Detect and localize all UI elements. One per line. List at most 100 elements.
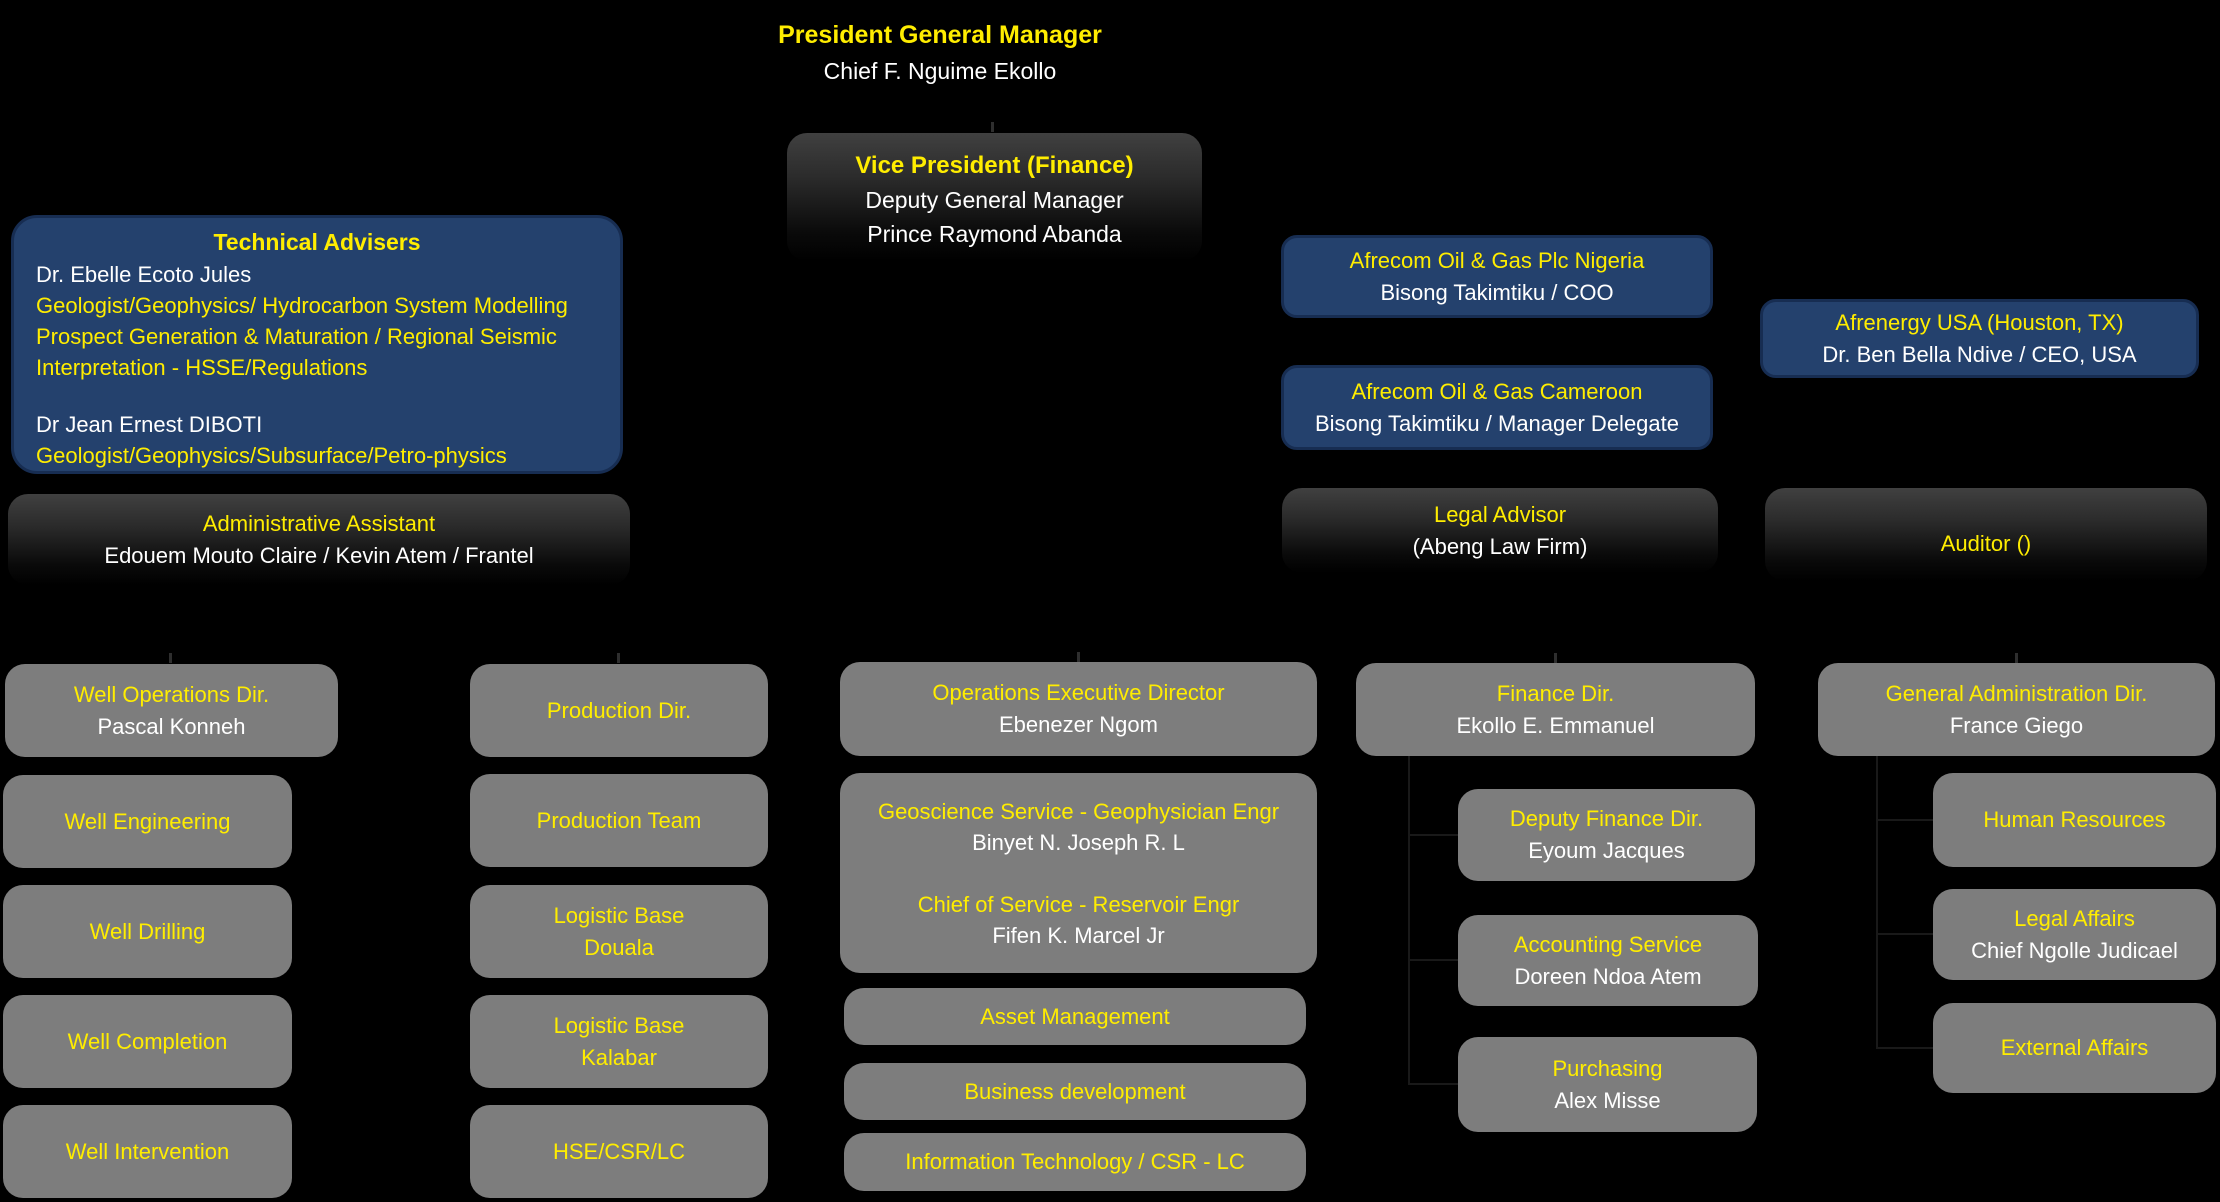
- production-director-box: Production Dir.: [470, 664, 768, 757]
- technical-advisers-title: Technical Advisers: [213, 229, 421, 255]
- connector-line: [1408, 834, 1458, 836]
- connector-line: [1408, 959, 1458, 961]
- adviser-name: Dr. Ebelle Ecoto Jules: [36, 262, 252, 287]
- box-person: Ekollo E. Emmanuel: [1456, 712, 1655, 738]
- geoscience-services-box: Geoscience Service - Geophysician Engr B…: [840, 773, 1317, 973]
- information-technology-box: Information Technology / CSR - LC: [844, 1133, 1306, 1191]
- box-title: Well Completion: [67, 1028, 228, 1054]
- page-title-block: President General Manager Chief F. Nguim…: [590, 14, 1290, 90]
- box-person: Pascal Konneh: [97, 713, 246, 739]
- box-title: HSE/CSR/LC: [552, 1138, 686, 1164]
- operations-executive-director-box: Operations Executive Director Ebenezer N…: [840, 662, 1317, 756]
- well-operations-director-box: Well Operations Dir. Pascal Konneh: [5, 664, 338, 757]
- connector-line: [2015, 653, 2018, 663]
- affiliate-person: Dr. Ben Bella Ndive / CEO, USA: [1822, 341, 2137, 367]
- adviser-specialty: Interpretation - HSSE/Regulations: [36, 355, 368, 380]
- box-person: Doreen Ndoa Atem: [1514, 963, 1702, 989]
- box-title: Well Operations Dir.: [73, 681, 270, 707]
- production-team-box: Production Team: [470, 774, 768, 867]
- affiliate-person: Bisong Takimtiku / COO: [1380, 279, 1614, 305]
- adviser-specialty: Geologist/Geophysics/ Hydrocarbon System…: [36, 293, 568, 318]
- box-title: Logistic Base: [553, 1012, 685, 1038]
- service-person: Fifen K. Marcel Jr: [992, 922, 1165, 948]
- well-engineering-box: Well Engineering: [3, 775, 292, 868]
- connector-line: [617, 653, 620, 663]
- box-title: Operations Executive Director: [932, 680, 1225, 705]
- service-person: Binyet N. Joseph R. L: [972, 829, 1185, 855]
- box-title: Production Team: [536, 807, 702, 833]
- box-title: General Administration Dir.: [1885, 680, 2148, 706]
- connector-line: [1876, 756, 1878, 1048]
- asset-management-box: Asset Management: [844, 988, 1306, 1045]
- box-person: Chief Ngolle Judicael: [1971, 937, 2178, 963]
- box-title: Legal Affairs: [2014, 905, 2135, 931]
- connector-line: [1077, 652, 1080, 662]
- connector-line: [169, 653, 172, 663]
- box-title: Deputy Finance Dir.: [1509, 806, 1704, 831]
- accounting-service-box: Accounting Service Doreen Ndoa Atem: [1458, 915, 1758, 1006]
- affiliate-person: Bisong Takimtiku / Manager Delegate: [1314, 410, 1679, 436]
- well-intervention-box: Well Intervention: [3, 1105, 292, 1198]
- external-affairs-box: External Affairs: [1933, 1003, 2216, 1093]
- box-title: Human Resources: [1983, 807, 2166, 832]
- box-person: France Giego: [1949, 712, 2084, 738]
- finance-director-box: Finance Dir. Ekollo E. Emmanuel: [1356, 663, 1755, 756]
- logistic-base-douala-box: Logistic Base Douala: [470, 885, 768, 978]
- box-title: Well Engineering: [64, 808, 231, 834]
- vice-president-person: Prince Raymond Abanda: [867, 221, 1122, 247]
- administrative-assistant-person: Edouem Mouto Claire / Kevin Atem / Frant…: [104, 542, 534, 568]
- box-title: Well Intervention: [65, 1138, 230, 1164]
- box-title: Well Drilling: [89, 918, 206, 944]
- connector-line: [1408, 1083, 1458, 1085]
- connector-line: [1876, 933, 1933, 935]
- box-person: Eyoum Jacques: [1528, 838, 1685, 863]
- box-title: Purchasing: [1552, 1055, 1663, 1081]
- adviser-name: Dr Jean Ernest DIBOTI: [36, 412, 263, 437]
- page-title: President General Manager: [778, 20, 1102, 49]
- human-resources-box: Human Resources: [1933, 773, 2216, 867]
- legal-affairs-box: Legal Affairs Chief Ngolle Judicael: [1933, 889, 2216, 980]
- affiliate-title: Afrecom Oil & Gas Cameroon: [1351, 378, 1643, 404]
- connector-line: [1876, 1047, 1933, 1049]
- adviser-specialty: Geologist/Geophysics/Subsurface/Petro-ph…: [36, 443, 507, 468]
- connector-line: [1876, 819, 1933, 821]
- box-title: Finance Dir.: [1496, 680, 1615, 706]
- business-development-box: Business development: [844, 1063, 1306, 1120]
- well-completion-box: Well Completion: [3, 995, 292, 1088]
- blank-line: [36, 383, 598, 409]
- box-title: External Affairs: [2000, 1035, 2149, 1060]
- box-title: Accounting Service: [1513, 931, 1703, 957]
- service-title: Chief of Service - Reservoir Engr: [917, 891, 1240, 917]
- vice-president-title: Vice President (Finance): [855, 152, 1134, 179]
- general-administration-director-box: General Administration Dir. France Giego: [1818, 663, 2215, 756]
- technical-advisers-box: Technical Advisers Dr. Ebelle Ecoto Jule…: [11, 215, 623, 474]
- logistic-base-kalabar-box: Logistic Base Kalabar: [470, 995, 768, 1088]
- affiliate-title: Afrenergy USA (Houston, TX): [1835, 309, 2124, 335]
- box-title: Logistic Base: [553, 902, 685, 928]
- deputy-finance-director-box: Deputy Finance Dir. Eyoum Jacques: [1458, 789, 1755, 881]
- legal-advisor-box: Legal Advisor (Abeng Law Firm): [1282, 488, 1718, 573]
- administrative-assistant-title: Administrative Assistant: [202, 510, 436, 536]
- box-person: Ebenezer Ngom: [999, 712, 1158, 737]
- box-title: Information Technology / CSR - LC: [905, 1149, 1245, 1174]
- affiliate-nigeria-box: Afrecom Oil & Gas Plc Nigeria Bisong Tak…: [1281, 235, 1713, 318]
- vice-president-box: Vice President (Finance) Deputy General …: [787, 133, 1202, 261]
- auditor-title: Auditor (): [1940, 530, 2032, 556]
- connector-line: [991, 122, 994, 132]
- affiliate-title: Afrecom Oil & Gas Plc Nigeria: [1349, 247, 1645, 273]
- box-title: Asset Management: [980, 1003, 1170, 1029]
- box-title-line2: Kalabar: [581, 1044, 657, 1070]
- page-title-person: Chief F. Nguime Ekollo: [823, 57, 1057, 84]
- adviser-specialty: Prospect Generation & Maturation / Regio…: [36, 324, 557, 349]
- well-drilling-box: Well Drilling: [3, 885, 292, 978]
- service-title: Geoscience Service - Geophysician Engr: [877, 798, 1280, 824]
- auditor-box: Auditor (): [1765, 488, 2207, 581]
- box-title: Production Dir.: [546, 697, 692, 723]
- legal-advisor-person: (Abeng Law Firm): [1412, 533, 1588, 559]
- connector-line: [1408, 756, 1410, 1084]
- box-title-line2: Douala: [584, 934, 654, 960]
- box-person: Alex Misse: [1554, 1087, 1661, 1113]
- legal-advisor-title: Legal Advisor: [1433, 501, 1567, 527]
- affiliate-usa-box: Afrenergy USA (Houston, TX) Dr. Ben Bell…: [1760, 299, 2199, 378]
